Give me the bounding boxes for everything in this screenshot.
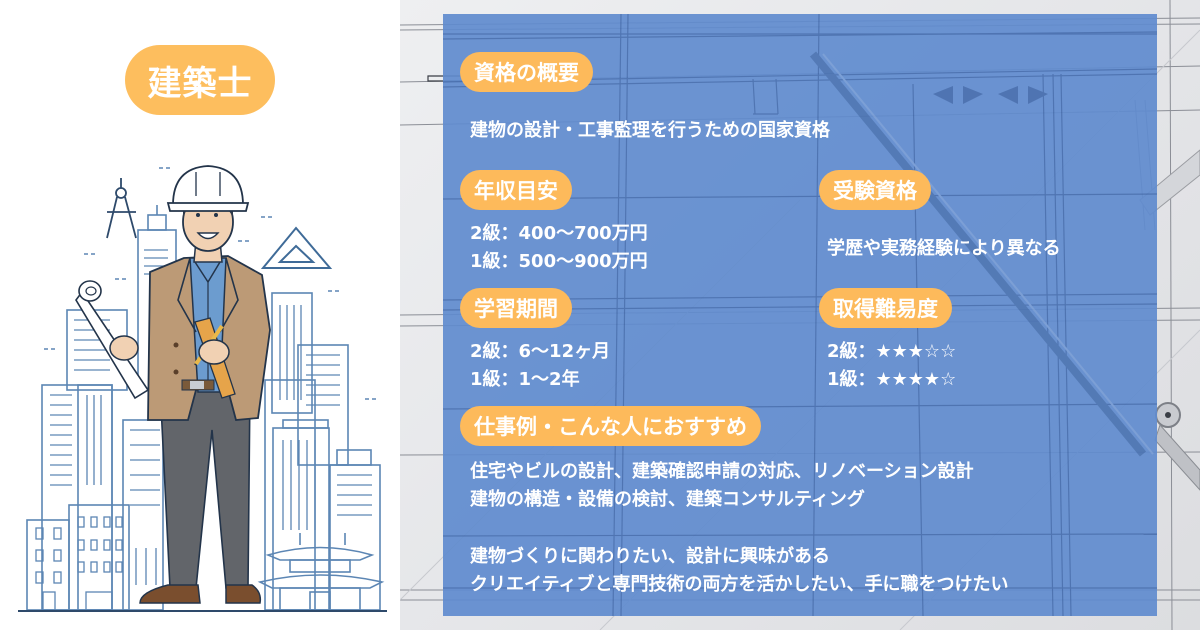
compass-icon — [106, 178, 137, 239]
recommended-line-1: 建物づくりに関わりたい、設計に興味がある — [470, 546, 830, 567]
difficulty-grade2: 2級：★★★☆☆ — [827, 341, 957, 362]
section-heading-jobs: 仕事例・こんな人におすすめ — [460, 406, 761, 446]
section-heading-overview: 資格の概要 — [460, 52, 593, 92]
difficulty-grade1: 1級：★★★★☆ — [827, 369, 957, 390]
study-period-grade2: 2級：6〜12ヶ月 — [470, 341, 611, 362]
section-heading-difficulty: 取得難易度 — [819, 288, 952, 328]
left-illustration-area: 建築士 — [0, 0, 400, 630]
info-panel: 資格の概要 建物の設計・工事監理を行うための国家資格 年収目安 2級：400〜7… — [443, 14, 1157, 616]
recommended-line-2: クリエイティブと専門技術の両方を活かしたい、手に職をつけたい — [470, 574, 1009, 595]
page-title: 建築士 — [125, 45, 275, 115]
study-period-grade1: 1級：1〜2年 — [470, 369, 580, 390]
section-heading-salary: 年収目安 — [460, 170, 572, 210]
section-heading-eligibility: 受験資格 — [819, 170, 931, 210]
architect-figure — [75, 165, 271, 604]
overview-text: 建物の設計・工事監理を行うための国家資格 — [470, 120, 830, 141]
salary-grade2: 2級：400〜700万円 — [470, 223, 648, 244]
triangle-ruler-icon — [260, 226, 333, 269]
salary-grade1: 1級：500〜900万円 — [470, 251, 648, 272]
section-heading-study-period: 学習期間 — [460, 288, 572, 328]
eligibility-text: 学歴や実務経験により異なる — [827, 238, 1061, 259]
job-example-line-1: 住宅やビルの設計、建築確認申請の対応、リノベーション設計 — [470, 461, 974, 482]
job-example-line-2: 建物の構造・設備の検討、建築コンサルティング — [470, 489, 865, 510]
architect-illustration — [18, 165, 387, 612]
